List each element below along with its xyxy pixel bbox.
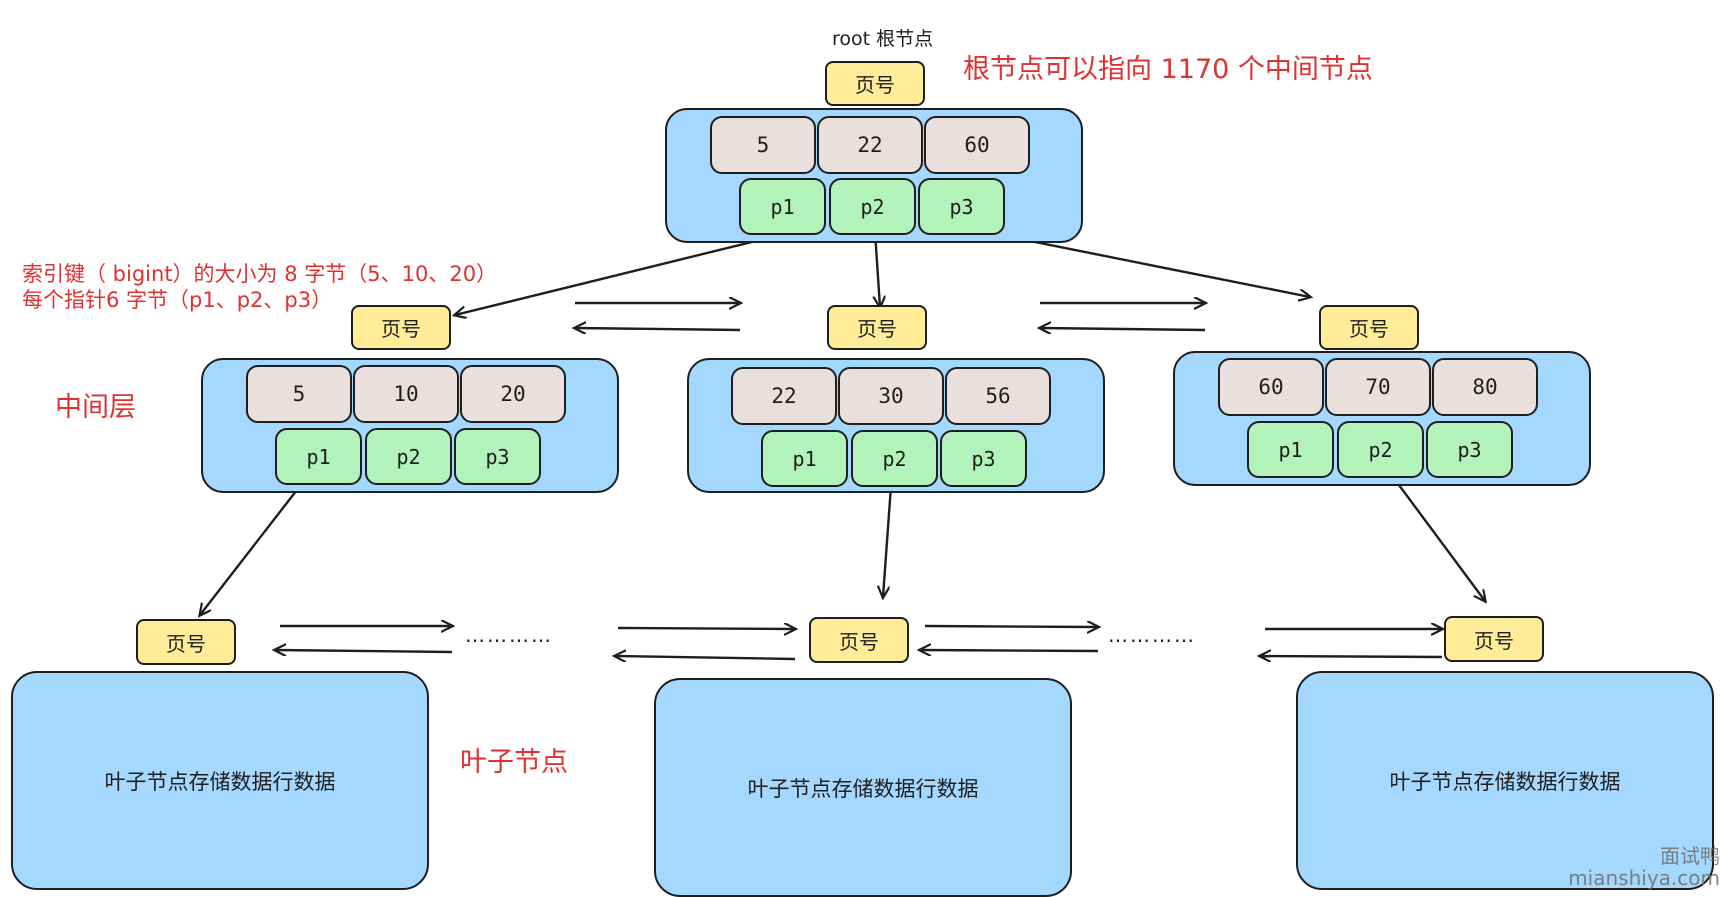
arrow-root-p2 [875, 231, 880, 307]
leaf-node-2: 叶子节点存储数据行数据 [654, 678, 1072, 897]
root-key: 60 [924, 116, 1030, 174]
leaf-ellipsis-2: ………… [1108, 623, 1196, 647]
middle-1-key: 20 [460, 365, 566, 423]
middle-1-key: 10 [353, 365, 459, 423]
size-note-line1: 索引键（ bigint）的大小为 8 字节（5、10、20） [22, 262, 498, 286]
size-note-line2: 每个指针6 字节（p1、p2、p3） [22, 288, 333, 312]
middle-3-page-number: 页号 [1319, 305, 1419, 350]
watermark-title: 面试鸭 [1660, 844, 1720, 868]
leaf-3-page-number: 页号 [1444, 616, 1544, 662]
middle-2-key: 30 [838, 367, 944, 425]
middle-2-pointer: p1 [761, 430, 848, 487]
middle-1-pointer: p2 [365, 428, 452, 485]
leaf-2-page-number: 页号 [809, 617, 909, 663]
middle-2-pointer: p3 [940, 430, 1027, 487]
middle-3-pointer: p2 [1337, 421, 1424, 478]
link-leaf-2-prev-out [615, 656, 796, 659]
link-leaf-2-prev-in [617, 628, 795, 629]
leaf-1-page-number: 页号 [136, 619, 236, 665]
root-pointer: p3 [918, 178, 1005, 235]
watermark-url: mianshiya.com [1568, 866, 1720, 890]
link-leaf-1-prev [275, 650, 453, 652]
middle-3-pointer: p1 [1247, 421, 1334, 478]
middle-1-pointer: p3 [454, 428, 541, 485]
root-pointer: p2 [829, 178, 916, 235]
middle-3-key: 80 [1432, 358, 1538, 416]
root-key: 5 [710, 116, 816, 174]
middle-1-key: 5 [246, 365, 352, 423]
root-note: 根节点可以指向 1170 个中间节点 [963, 54, 1373, 85]
arrow-root-p1 [455, 235, 773, 315]
link-leaf-3-prev-out [1260, 656, 1443, 657]
leaf-2-text: 叶子节点存储数据行数据 [747, 776, 979, 801]
middle-1-page-number: 页号 [351, 305, 451, 350]
root-pointer: p1 [739, 178, 826, 235]
arrow-mid3-leaf [1392, 476, 1485, 601]
link-mid-3-2 [1040, 328, 1206, 330]
middle-2-key: 22 [731, 367, 837, 425]
middle-3-key: 70 [1325, 358, 1431, 416]
middle-3-key: 60 [1218, 358, 1324, 416]
leaf-1-text: 叶子节点存储数据行数据 [104, 769, 336, 794]
leaf-3-text: 叶子节点存储数据行数据 [1389, 769, 1621, 794]
arrow-mid2-leaf [883, 485, 893, 597]
middle-layer-label: 中间层 [55, 392, 136, 423]
middle-2-pointer: p2 [851, 430, 938, 487]
middle-2-key: 56 [945, 367, 1051, 425]
link-leaf-2-next [924, 626, 1098, 627]
middle-2-page-number: 页号 [827, 305, 927, 350]
arrow-root-p3 [999, 233, 1310, 297]
leaf-ellipsis-1: ………… [465, 623, 553, 647]
leaf-node-3: 叶子节点存储数据行数据 [1296, 671, 1714, 890]
link-leaf-2-next-back [920, 650, 1099, 651]
middle-3-pointer: p3 [1426, 421, 1513, 478]
leaf-layer-label: 叶子节点 [460, 747, 568, 778]
root-key: 22 [817, 116, 923, 174]
leaf-node-1: 叶子节点存储数据行数据 [11, 671, 429, 890]
link-mid-2-1 [575, 328, 741, 330]
middle-1-pointer: p1 [275, 428, 362, 485]
arrow-mid1-leaf [200, 485, 301, 615]
root-page-number: 页号 [825, 61, 925, 106]
root-label: root 根节点 [832, 28, 934, 50]
